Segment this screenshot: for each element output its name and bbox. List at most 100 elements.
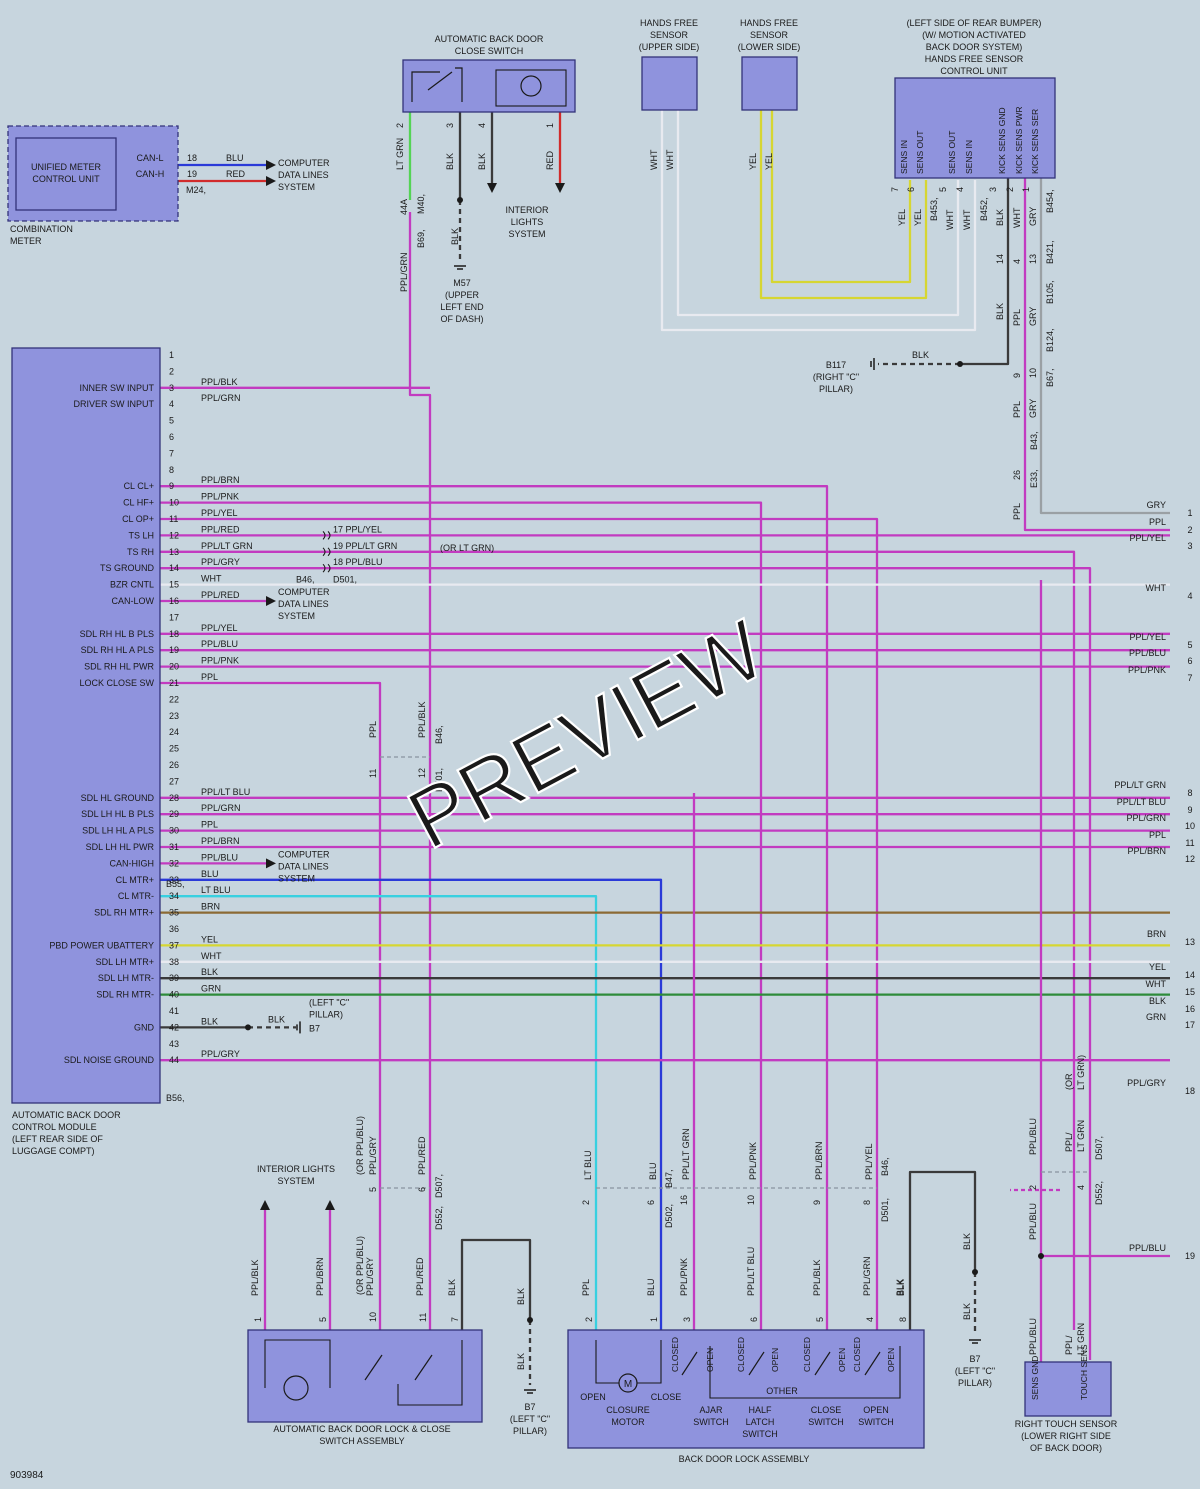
back-door-wire-color: PPL/GRN xyxy=(862,1256,872,1296)
ground-b7-label: (LEFT "C" xyxy=(510,1414,550,1424)
wire-color: PPL/BRN xyxy=(814,1141,824,1180)
ground-b7-label: (LEFT "C" xyxy=(955,1366,995,1376)
switch-state-label: OPEN xyxy=(886,1348,896,1372)
close-switch-label: SWITCH xyxy=(808,1417,844,1427)
half-latch-label: SWITCH xyxy=(742,1429,778,1439)
connector-label: D552, xyxy=(434,1206,444,1230)
back-door-pin-num: 3 xyxy=(682,1317,692,1322)
module-pin-num: 21 xyxy=(169,678,179,688)
wire-color: PPL xyxy=(1012,401,1022,418)
module-wire-color: GRN xyxy=(201,984,221,994)
module-pin-name: SDL LH HL PWR xyxy=(86,842,155,852)
ajar-label: SWITCH xyxy=(693,1417,729,1427)
back-door-pin-num: 5 xyxy=(815,1317,825,1322)
can-wire-color: RED xyxy=(226,169,246,179)
wire-color: GRY xyxy=(1028,207,1038,226)
pin-num: 9 xyxy=(812,1200,822,1205)
connector-label: B46, xyxy=(296,575,315,585)
wire-color: PPL xyxy=(1012,503,1022,520)
module-pin-num: 18 xyxy=(169,629,179,639)
wire-color: BLK xyxy=(995,209,1005,226)
switch-state-label: CLOSED xyxy=(852,1337,862,1372)
module-pin-num: 25 xyxy=(169,744,179,754)
wire-color: PPL/YEL xyxy=(864,1143,874,1180)
close-switch-wire-color: BLK xyxy=(445,153,455,170)
ground-label: B7 xyxy=(309,1023,320,1033)
module-pin-name: INNER SW INPUT xyxy=(79,383,154,393)
can-pin-name: CAN-L xyxy=(136,153,163,163)
motor-open-label: OPEN xyxy=(580,1392,606,1402)
wire-color: WHT xyxy=(945,209,955,230)
wire-color: BLK xyxy=(268,1014,285,1024)
module-pin-name: SDL RH HL B PLS xyxy=(80,629,154,639)
module-pin-name: SDL RH MTR+ xyxy=(94,908,154,918)
right-edge-color: WHT xyxy=(1146,979,1167,989)
lock-wire-color: PPL/BRN xyxy=(315,1257,325,1296)
module-pin-num: 37 xyxy=(169,940,179,950)
wire-hf-gnd xyxy=(960,178,1010,366)
module-pin-num: 40 xyxy=(169,990,179,1000)
wire-pin-21 xyxy=(160,681,382,1330)
connector-label: M24, xyxy=(186,185,206,195)
switch-common xyxy=(709,1346,901,1399)
touch-pin-name: TOUCH SENS xyxy=(1079,1344,1089,1400)
back-door-pin-num: 8 xyxy=(898,1317,908,1322)
module-wire-color: PPL/BLU xyxy=(201,639,238,649)
unified-meter-label: UNIFIED METER xyxy=(31,162,102,172)
module-pin-name: SDL RH HL A PLS xyxy=(81,645,154,655)
splice-label: 17 PPL/YEL xyxy=(333,524,382,534)
wire-color: BLK xyxy=(516,1353,526,1370)
module-pin-num: 2 xyxy=(169,366,174,376)
right-edge-num: 17 xyxy=(1185,1020,1195,1030)
switch-icon xyxy=(411,71,440,102)
module-pin-name: CL CL+ xyxy=(124,481,154,491)
right-edge-num: 16 xyxy=(1185,1004,1195,1014)
module-pin-num: 4 xyxy=(169,399,174,409)
module-pin-num: 17 xyxy=(169,612,179,622)
pin-num: 6 xyxy=(646,1200,656,1205)
half-latch-label: HALF xyxy=(748,1405,772,1415)
switch-icon xyxy=(455,67,463,102)
module-wire-color: PPL/LT BLU xyxy=(201,787,250,797)
connector-label: B43, xyxy=(1029,431,1039,450)
close-switch-pin-num: 4 xyxy=(477,123,487,128)
module-pin-num: 22 xyxy=(169,694,179,704)
right-edge-color: PPL/YEL xyxy=(1129,632,1166,642)
wire-hf-lower xyxy=(770,110,912,284)
hf-control-unit-title: (LEFT SIDE OF REAR BUMPER) xyxy=(907,18,1042,28)
module-pin-name: PBD POWER UBATTERY xyxy=(49,940,154,950)
touch-wire-color: PPL/ xyxy=(1064,1132,1074,1152)
connector-label: B453, xyxy=(929,197,939,221)
wire-color: BLK xyxy=(896,1279,906,1296)
pin-num: 12 xyxy=(417,768,427,778)
wire-color: PPL/GRY xyxy=(368,1136,378,1175)
hands-free-sensor-upper xyxy=(641,56,698,111)
half-latch-label: LATCH xyxy=(746,1417,775,1427)
module-pin-name: SDL RH HL PWR xyxy=(84,662,154,672)
switch-icon xyxy=(814,1351,831,1376)
arrow-icon xyxy=(260,1200,270,1210)
touch-wire-color: LT GRN xyxy=(1076,1323,1086,1355)
module-pin-name: SDL LH HL A PLS xyxy=(82,826,154,836)
control-module-title: AUTOMATIC BACK DOOR xyxy=(12,1110,121,1120)
hf-pin-name: SENS OUT xyxy=(947,131,957,174)
wire-color: BLK xyxy=(912,350,929,360)
lock-wire-color: PPL/BLK xyxy=(250,1259,260,1296)
components xyxy=(7,56,1112,1449)
data-lines-label: DATA LINES xyxy=(278,861,329,871)
module-pin-num: 38 xyxy=(169,957,179,967)
note-label: (OR LT GRN) xyxy=(440,543,494,553)
connector-label: B105, xyxy=(1045,280,1055,304)
wire-lock-gnd xyxy=(460,1238,532,1330)
module-pin-num: 42 xyxy=(169,1022,179,1032)
lock-close-switch-assembly xyxy=(247,1329,483,1423)
can-pin-num: 19 xyxy=(187,169,197,179)
connector-label: D501, xyxy=(333,575,357,585)
wire-color: BLK xyxy=(516,1288,526,1305)
module-wire-color: BLK xyxy=(201,967,218,977)
connector-label: B46, xyxy=(880,1157,890,1176)
module-pin-name: CL MTR- xyxy=(118,891,154,901)
close-switch-wire-color: BLK xyxy=(477,153,487,170)
